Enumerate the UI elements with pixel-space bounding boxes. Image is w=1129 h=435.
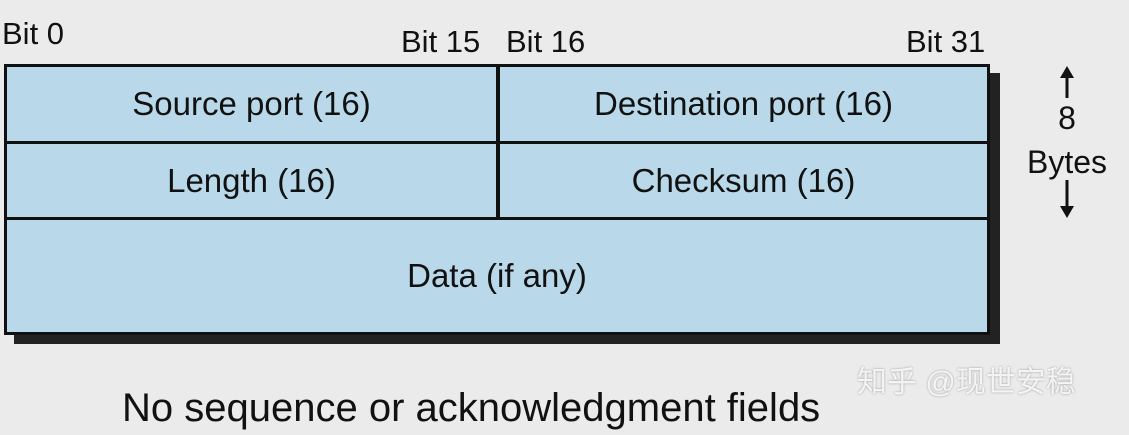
checksum-field: Checksum (16) xyxy=(631,161,856,199)
header-size-unit: Bytes xyxy=(1026,144,1108,180)
length-field: Length (16) xyxy=(7,144,500,217)
source-port-field: Source port (16) xyxy=(7,67,500,141)
size-arrows xyxy=(1060,66,1074,218)
data-row: Data (if any) xyxy=(7,220,987,332)
up-arrow-icon xyxy=(1060,66,1074,98)
destination-port-field: Destination port (16) xyxy=(594,85,893,122)
header-size-number: 8 xyxy=(1058,100,1076,136)
bit-0-label: Bit 0 xyxy=(2,16,65,51)
header-row-1: Source port (16) Destination port (16) xyxy=(7,67,987,144)
bit-16-label: Bit 16 xyxy=(506,24,586,59)
data-field: Data (if any) xyxy=(407,257,587,294)
down-arrow-icon xyxy=(1060,180,1074,218)
bit-15-label: Bit 15 xyxy=(401,24,481,59)
bit-31-label: Bit 31 xyxy=(906,24,986,59)
watermark: 知乎 @现世安稳 xyxy=(857,366,1076,399)
diagram-caption: No sequence or acknowledgment fields xyxy=(122,386,821,430)
header-row-2: Length (16) Checksum (16) xyxy=(7,144,987,220)
udp-header-table: Source port (16) Destination port (16) L… xyxy=(4,64,990,335)
header-size-indicator: 8 Bytes xyxy=(1020,66,1114,222)
